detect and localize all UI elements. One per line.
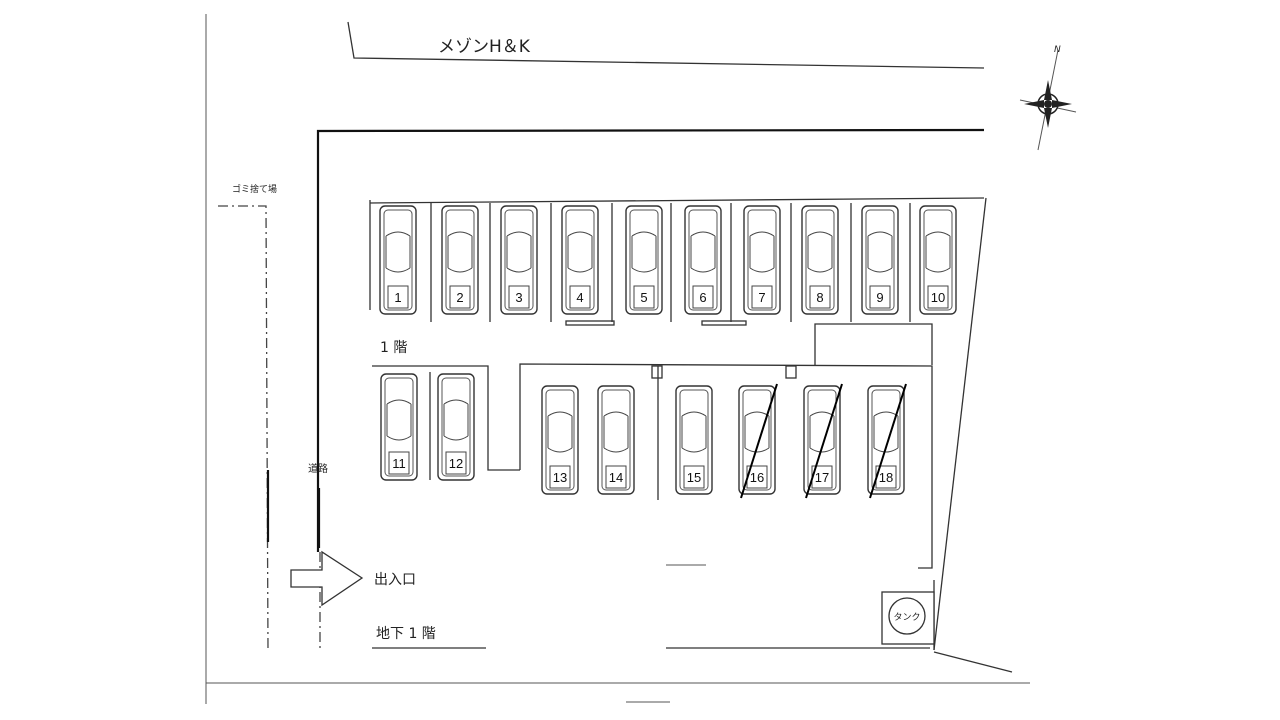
row1-back-wall [369, 197, 985, 204]
car-icon [500, 205, 538, 315]
space-number: 10 [931, 290, 945, 305]
compass-icon: N [1019, 45, 1077, 151]
car-icon [441, 205, 479, 315]
north-label: N [1054, 45, 1061, 55]
parking-space-16: 16 [738, 383, 778, 499]
parking-space-3: 3 [500, 205, 538, 315]
parking-space-5: 5 [625, 205, 663, 315]
car-icon [684, 205, 722, 315]
unavailable-slash [805, 383, 843, 499]
unavailable-slash [740, 383, 778, 499]
parking-space-1: 1 [379, 205, 417, 315]
car-icon [437, 373, 475, 481]
floor1-label: 1 階 [380, 340, 407, 356]
car-icon [803, 385, 841, 495]
road-label: 道路 [308, 462, 328, 475]
space-number: 8 [816, 290, 823, 305]
car-icon [541, 385, 579, 495]
parking-space-8: 8 [801, 205, 839, 315]
space-number: 6 [699, 290, 706, 305]
parking-space-2: 2 [441, 205, 479, 315]
car-icon [801, 205, 839, 315]
tank-label: タンク [893, 612, 920, 623]
basement-label: 地下 1 階 [376, 626, 436, 642]
parking-space-14: 14 [597, 385, 635, 495]
space-number: 16 [750, 470, 764, 485]
space-number: 12 [449, 456, 463, 471]
car-icon [380, 373, 418, 481]
parking-space-12: 12 [437, 373, 475, 481]
car-icon [597, 385, 635, 495]
space-number: 13 [553, 470, 567, 485]
entrance-arrow-icon [290, 550, 364, 607]
car-icon [919, 205, 957, 315]
parking-space-18: 18 [867, 383, 907, 499]
neighbor-building-label: メゾンH＆K [438, 37, 531, 57]
space-number: 15 [687, 470, 701, 485]
unavailable-slash [869, 383, 907, 499]
space-number: 1 [394, 290, 401, 305]
parking-space-9: 9 [861, 205, 899, 315]
space-number: 7 [758, 290, 765, 305]
car-icon [379, 205, 417, 315]
column-1 [651, 365, 663, 379]
car-icon [625, 205, 663, 315]
tank-icon [888, 597, 926, 635]
site-boundary-top [316, 128, 985, 552]
parking-space-4: 4 [561, 205, 599, 315]
row3-wall [519, 363, 933, 569]
space-number: 18 [879, 470, 893, 485]
space-number: 17 [815, 470, 829, 485]
row1-dividers [430, 203, 911, 326]
space-number: 2 [456, 290, 463, 305]
space-number: 9 [876, 290, 883, 305]
car-icon [738, 385, 776, 495]
garbage-label: ゴミ捨て場 [232, 183, 277, 195]
car-icon [675, 385, 713, 495]
column-2 [785, 365, 797, 379]
parking-space-13: 13 [541, 385, 579, 495]
parking-space-6: 6 [684, 205, 722, 315]
parking-space-10: 10 [919, 205, 957, 315]
space-number: 14 [609, 470, 623, 485]
car-icon [561, 205, 599, 315]
east-wall [933, 197, 987, 651]
car-icon [743, 205, 781, 315]
space-number: 5 [640, 290, 647, 305]
neighbor-boundary [347, 21, 985, 69]
space-number: 3 [515, 290, 522, 305]
parking-space-11: 11 [380, 373, 418, 481]
row2-wall [372, 365, 520, 471]
parking-space-17: 17 [803, 383, 843, 499]
parking-space-15: 15 [675, 385, 713, 495]
car-icon [861, 205, 899, 315]
space-number: 11 [392, 456, 406, 471]
east-corner-wall [933, 651, 1013, 673]
space-number: 4 [576, 290, 583, 305]
entrance-label: 出入口 [374, 572, 416, 588]
utility-room [814, 323, 933, 365]
parking-space-7: 7 [743, 205, 781, 315]
